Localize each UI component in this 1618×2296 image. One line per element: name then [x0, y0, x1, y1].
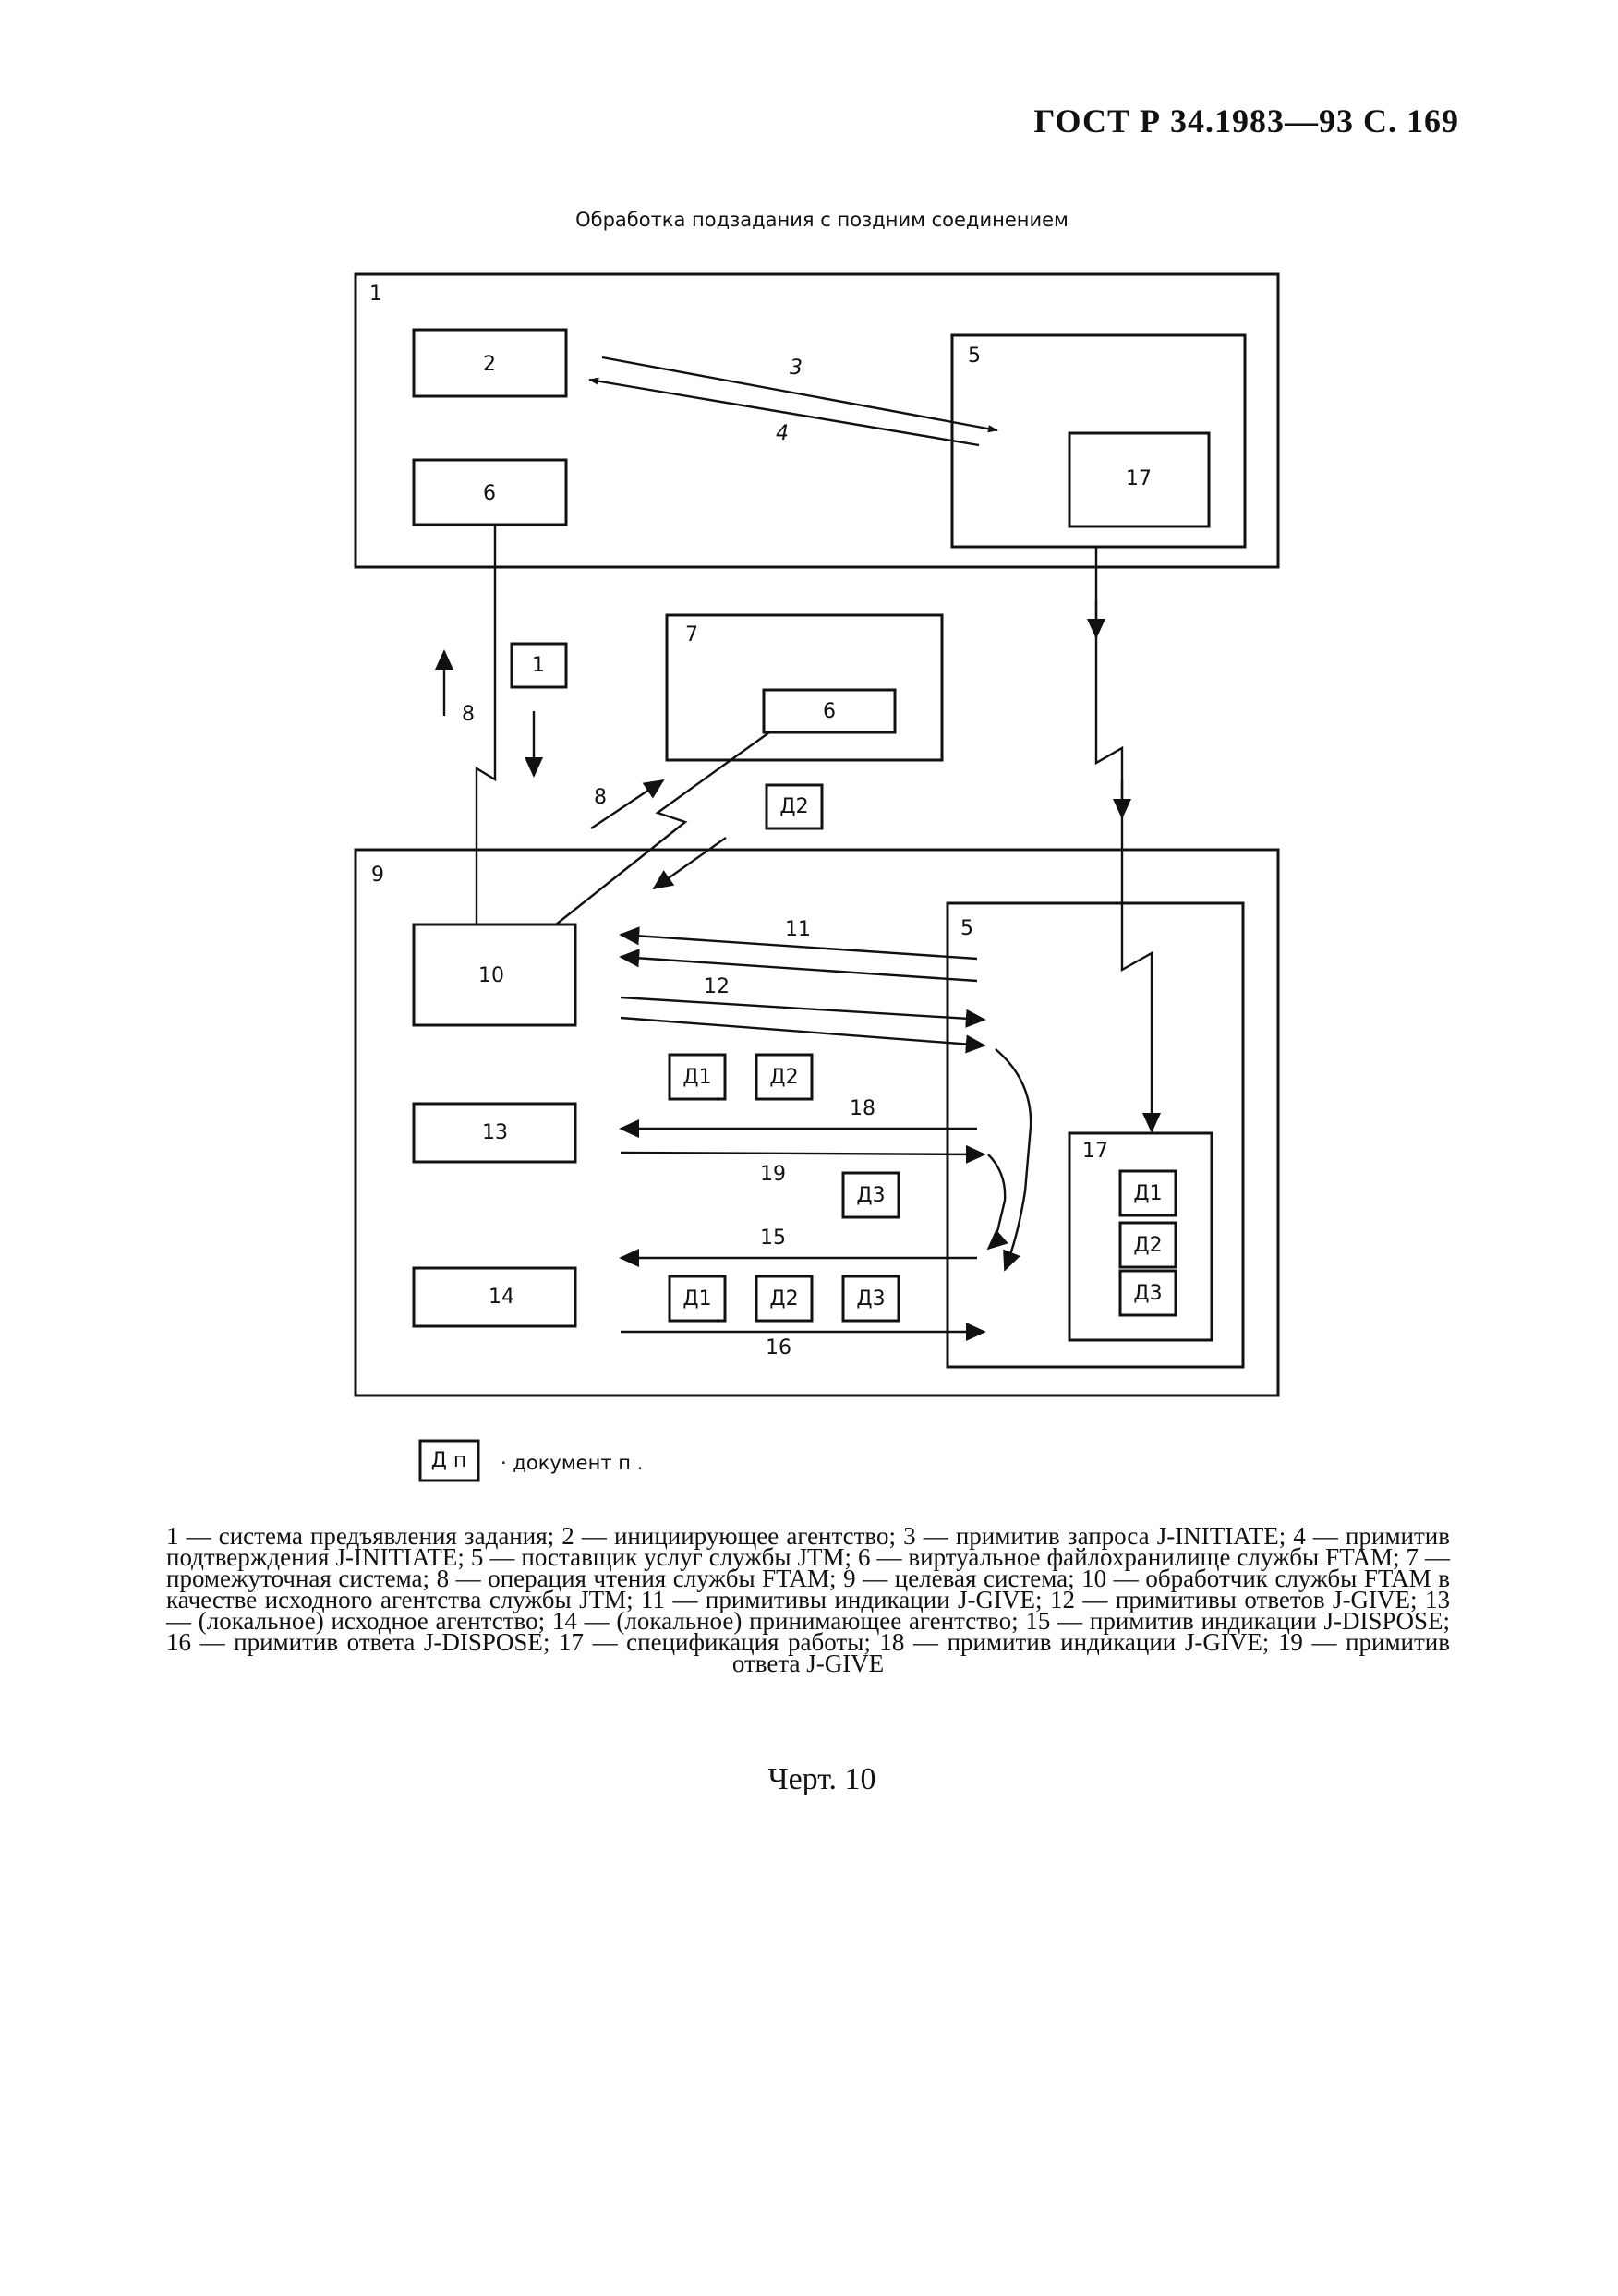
- figure-label: Черт. 10: [767, 1762, 876, 1796]
- label-4: 4: [776, 422, 789, 445]
- doc-d1-a: [668, 1053, 727, 1101]
- label-3: 3: [790, 356, 803, 380]
- label-8-left: 8: [462, 703, 475, 726]
- box-17-top: [1068, 431, 1211, 528]
- box-2: [412, 328, 568, 398]
- box-13: [412, 1102, 577, 1164]
- box-6-mid: [762, 688, 897, 734]
- label-d3-stack: Д3: [1133, 1282, 1162, 1305]
- internal-arrow-1: [995, 1048, 1032, 1272]
- box-10: [412, 923, 577, 1027]
- label-1: 1: [369, 283, 382, 306]
- label-19: 19: [760, 1163, 786, 1186]
- arrow-12a: [620, 996, 986, 1028]
- label-17-bottom: 17: [1082, 1140, 1108, 1163]
- doc-icon-d2-mid: [765, 783, 824, 830]
- label-7: 7: [685, 623, 698, 647]
- doc-d1-b: [668, 1275, 727, 1323]
- doc-d1-stack: [1118, 1169, 1177, 1217]
- label-13: 13: [482, 1121, 508, 1144]
- arrow-4: [588, 377, 980, 447]
- arrow-8-diag-down: [652, 837, 727, 890]
- arrow-8-diag-up: [590, 779, 665, 829]
- label-doc-1: 1: [532, 654, 545, 677]
- label-8-diag: 8: [594, 786, 607, 809]
- doc-icon-1: [510, 642, 568, 689]
- label-11: 11: [785, 918, 811, 941]
- label-d1-stack: Д1: [1133, 1182, 1162, 1205]
- box-5-bottom: [946, 901, 1245, 1369]
- label-6-mid: 6: [823, 700, 836, 723]
- label-6-top: 6: [483, 482, 496, 505]
- doc-d3-b: [841, 1275, 900, 1323]
- box-6-top: [412, 458, 568, 526]
- doc-d2-stack: [1118, 1221, 1177, 1269]
- legend-doc-label: Д п: [431, 1449, 467, 1472]
- label-14: 14: [489, 1286, 514, 1309]
- label-10: 10: [478, 964, 504, 987]
- job-spec-transfer-arrow: [1094, 547, 1162, 1133]
- arrow-19: [620, 1144, 986, 1164]
- label-d2-a: Д2: [769, 1066, 798, 1089]
- system-1-box: [354, 272, 1280, 569]
- arrow-11a: [619, 926, 978, 961]
- label-17-top: 17: [1126, 467, 1152, 490]
- label-d2-mid: Д2: [779, 795, 808, 818]
- link-7-to-10: [555, 731, 770, 925]
- label-5-top: 5: [968, 344, 981, 368]
- doc-d2-b: [755, 1275, 814, 1323]
- label-d2-stack: Д2: [1133, 1234, 1162, 1257]
- arrow-12b: [620, 1016, 986, 1054]
- box-5-top: [950, 333, 1247, 549]
- arrow-3: [601, 356, 998, 433]
- label-2: 2: [483, 353, 496, 376]
- legend-doc-icon: [418, 1439, 480, 1482]
- page-header: ГОСТ Р 34.1983—93 С. 169: [1033, 103, 1459, 139]
- box-7: [665, 613, 944, 762]
- label-d3-b: Д3: [856, 1287, 885, 1311]
- link-6-to-10: [475, 525, 497, 924]
- label-18: 18: [850, 1097, 875, 1120]
- label-5-bottom: 5: [960, 917, 973, 940]
- legend-text: · документ п .: [501, 1452, 644, 1474]
- label-15: 15: [760, 1227, 786, 1250]
- doc-d3-a: [841, 1171, 900, 1219]
- label-9: 9: [371, 864, 384, 887]
- label-d1-a: Д1: [682, 1066, 711, 1089]
- system-9-box: [354, 848, 1280, 1397]
- label-d2-b: Д2: [769, 1287, 798, 1311]
- figure-caption: 1 — система предъявления задания; 2 — ин…: [166, 1522, 1450, 1677]
- label-12: 12: [704, 975, 730, 998]
- box-17-bottom: [1068, 1131, 1214, 1342]
- box-14: [412, 1266, 577, 1328]
- label-d1-b: Д1: [682, 1287, 711, 1311]
- label-16: 16: [766, 1336, 791, 1359]
- diagram-title: Обработка подзадания с поздним соединени…: [575, 209, 1069, 231]
- doc-d3-stack: [1118, 1269, 1177, 1317]
- doc-d2-a: [755, 1053, 814, 1101]
- label-d3-a: Д3: [856, 1184, 885, 1207]
- internal-arrow-2: [986, 1154, 1008, 1251]
- arrow-11b: [619, 949, 978, 983]
